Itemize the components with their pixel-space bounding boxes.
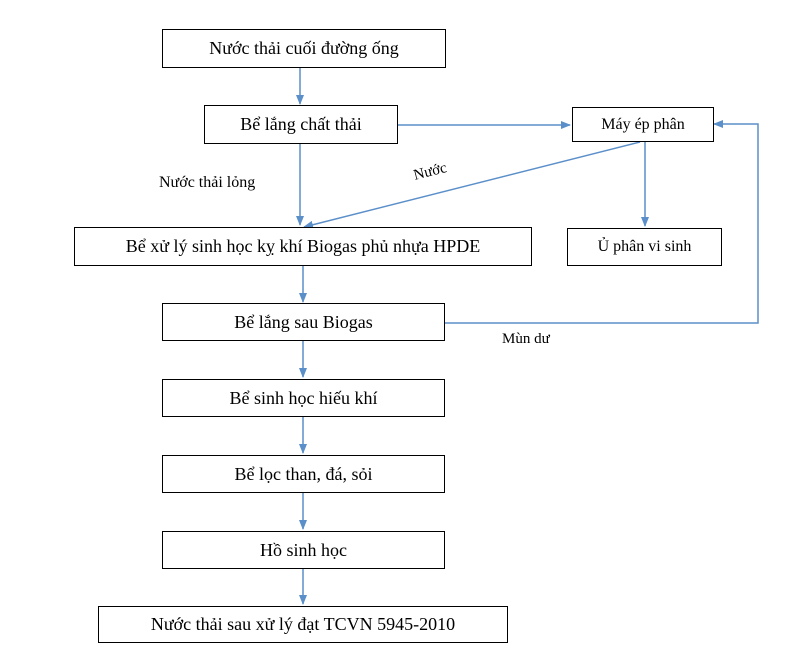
node-u-phan-vi-sinh: Ủ phân vi sinh <box>567 228 722 266</box>
node-nuoc-thai-sau-xu-ly: Nước thải sau xử lý đạt TCVN 5945-2010 <box>98 606 508 643</box>
node-be-lang-sau-biogas: Bể lắng sau Biogas <box>162 303 445 341</box>
node-be-xu-ly-biogas: Bể xử lý sinh học kỵ khí Biogas phủ nhựa… <box>74 227 532 266</box>
node-be-loc-than-da-soi: Bể lọc than, đá, sỏi <box>162 455 445 493</box>
arrow-n3-n4 <box>303 141 641 229</box>
label-mun-du: Mùn dư <box>502 331 550 347</box>
arrow-n6-n3 <box>445 120 759 324</box>
node-be-lang-chat-thai: Bể lắng chất thải <box>204 105 398 144</box>
node-be-sinh-hoc-hieu-khi: Bể sinh học hiếu khí <box>162 379 445 417</box>
node-ho-sinh-hoc: Hồ sinh học <box>162 531 445 569</box>
label-nuoc-thai-long: Nước thải lỏng <box>159 174 256 191</box>
node-nuoc-thai-cuoi-duong-ong: Nước thải cuối đường ống <box>162 29 446 68</box>
node-may-ep-phan: Máy ép phân <box>572 107 714 142</box>
